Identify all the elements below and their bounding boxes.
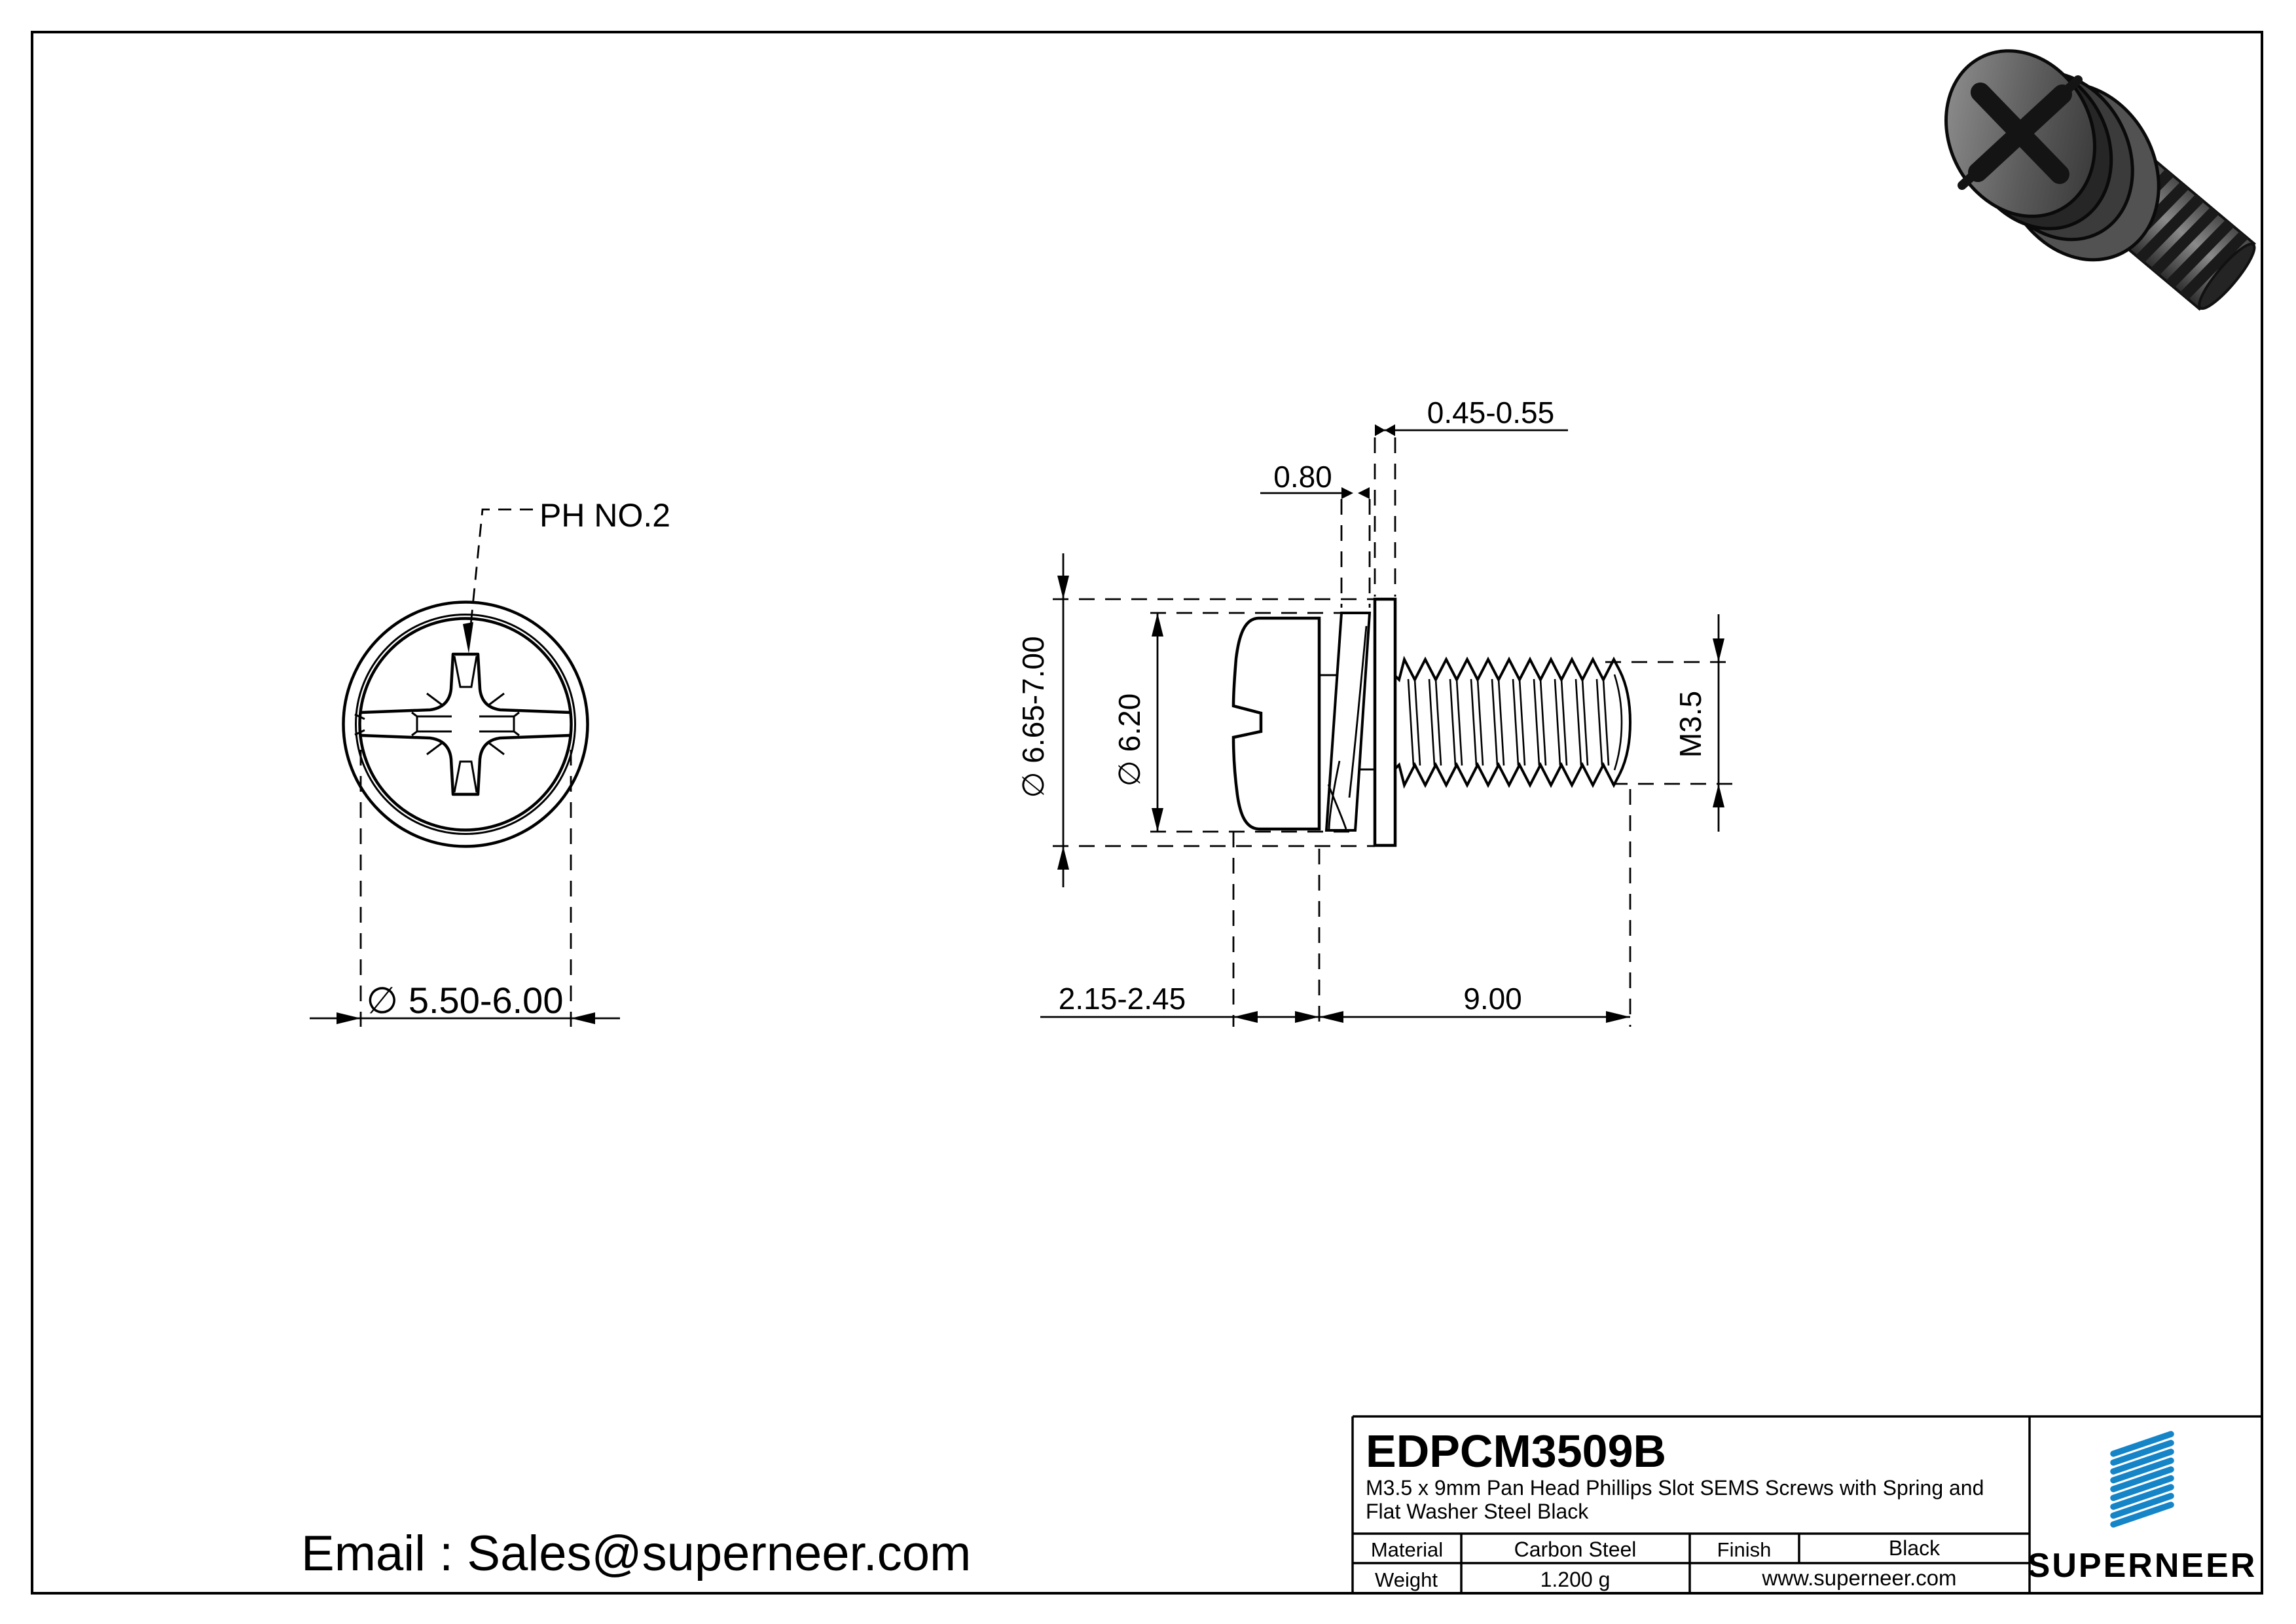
washer-thickness-ext xyxy=(1374,437,1396,597)
recess-inner-detail xyxy=(411,655,520,793)
thread-end-cap xyxy=(1618,670,1632,775)
flat-washer-profile xyxy=(1373,597,1397,847)
sheet-border xyxy=(31,31,2263,1595)
flat-washer-circle xyxy=(342,600,589,848)
weight-value: 1.200 g xyxy=(1540,1568,1611,1591)
spring-split-marks xyxy=(354,713,365,736)
title-block-grid xyxy=(1351,1415,2262,1593)
screw3d-phillips-slot-recess xyxy=(1958,75,2083,190)
thread-top-profile xyxy=(1394,655,1621,683)
spring-washer-profile xyxy=(1324,612,1372,832)
weight-label: Weight xyxy=(1375,1568,1438,1591)
screw3d-thread-stripes xyxy=(2075,143,2248,300)
finish-value: Black xyxy=(1889,1536,1941,1560)
material-label: Material xyxy=(1371,1538,1443,1561)
thread-length-dim: 9.00 xyxy=(1463,982,1522,1016)
washer-thickness-arrows xyxy=(1375,424,1395,436)
part-number: EDPCM3509B xyxy=(1366,1426,1666,1477)
spring-thickness-ext xyxy=(1340,499,1371,608)
head-diameter-dim: ∅ 5.50-6.00 xyxy=(367,980,564,1021)
head-height-dim: 2.15-2.45 xyxy=(1059,982,1186,1016)
material-value: Carbon Steel xyxy=(1514,1538,1637,1561)
washer-thickness-dim: 0.45-0.55 xyxy=(1427,396,1554,430)
website-link[interactable]: www.superneer.com xyxy=(1761,1566,1956,1590)
thread-bottom-profile xyxy=(1394,762,1621,789)
front-view xyxy=(310,508,620,1027)
title-block: EDPCM3509B M3.5 x 9mm Pan Head Phillips … xyxy=(1351,1415,2262,1593)
contact-email: Email : Sales@superneer.com xyxy=(301,1526,971,1581)
thread-spec-dim: M3.5 xyxy=(1673,691,1707,758)
thread-end-inner xyxy=(1613,674,1623,771)
thread-dia-ext xyxy=(1605,661,1734,785)
head-dia-extension-lines xyxy=(359,750,572,1027)
leader-arrowhead xyxy=(463,622,473,654)
spring-dia-ext xyxy=(1150,612,1357,833)
side-view xyxy=(1040,424,1734,1027)
length-ext-lines xyxy=(1232,789,1631,1027)
superneer-logo-stripes-icon xyxy=(2110,1431,2174,1528)
spring-dia-arrows xyxy=(1152,613,1163,832)
spring-washer-circle xyxy=(355,614,576,835)
screw3d-tip xyxy=(2198,242,2256,310)
finish-label: Finish xyxy=(1717,1538,1772,1561)
recess-corner-ribs xyxy=(426,692,505,756)
washer-dia-ext xyxy=(1053,598,1375,847)
head-profile xyxy=(1231,616,1321,831)
spring-thickness-dim: 0.80 xyxy=(1273,460,1332,494)
drive-leader-line xyxy=(469,508,533,626)
phillips-slot-recess-outline xyxy=(360,652,571,796)
length-arrows xyxy=(1233,1011,1630,1023)
spring-thickness-arrows xyxy=(1341,487,1370,499)
description-line2: Flat Washer Steel Black xyxy=(1366,1500,1589,1523)
drive-label: PH NO.2 xyxy=(539,497,670,534)
head-circle xyxy=(358,617,573,832)
rendered-screw-3d xyxy=(1944,49,2256,311)
spring-diameter-dim: ∅ 6.20 xyxy=(1112,693,1146,786)
brand-name: SUPERNEER xyxy=(2028,1547,2257,1585)
description-line1: M3.5 x 9mm Pan Head Phillips Slot SEMS S… xyxy=(1366,1476,1984,1500)
spring-washer-coil-lines xyxy=(1327,625,1368,830)
shank-gap-lines xyxy=(1319,674,1375,771)
thread-flank-lines xyxy=(1407,678,1610,766)
washer-diameter-dim: ∅ 6.65-7.00 xyxy=(1016,636,1050,798)
